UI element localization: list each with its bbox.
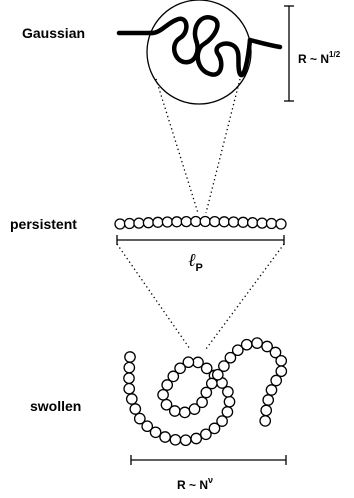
swollen-size-label: R ~ Nν [177,475,213,492]
persistent-bead [200,217,210,227]
swollen-bead [271,375,281,385]
projection-line-lower-right [206,244,284,349]
persistent-bead [248,218,258,228]
persistent-bead [257,218,267,228]
projection-line-lower-left [117,244,190,349]
swollen-bead [224,397,234,407]
persistent-bead [267,219,277,229]
swollen-bead [263,395,273,405]
swollen-bead [242,340,252,350]
swollen-bead [162,380,172,390]
swollen-bead [160,432,170,442]
swollen-bead [181,435,191,445]
swollen-bead [125,352,135,362]
swollen-bead [197,397,207,407]
swollen-bead [127,394,137,404]
swollen-label: swollen [30,398,81,414]
swollen-bead [193,357,203,367]
gaussian-coil [150,17,250,75]
swollen-bead [124,384,134,394]
persistent-bead [238,217,248,227]
persistent-bead [115,219,125,229]
persistent-bead [210,217,220,227]
persistent-label: persistent [10,216,77,232]
persistent-bead [172,217,182,227]
persistent-bead [219,217,229,227]
swollen-chain [124,338,287,446]
swollen-bead [260,416,270,426]
swollen-bead [191,433,201,443]
persistence-length-label: ℓP [188,250,203,274]
persistent-bead [229,217,239,227]
persistent-bead [143,218,153,228]
persistent-bead [125,219,135,229]
swollen-bead [130,404,140,414]
swollen-bead [170,435,180,445]
persistent-bead [162,217,172,227]
persistent-segment [115,217,286,230]
swollen-bead [170,406,180,416]
swollen-bead [261,405,271,415]
swollen-bead [124,373,134,383]
swollen-bead [222,407,232,417]
gaussian-chain-tail-right [250,40,280,47]
swollen-bead [266,385,276,395]
gaussian-size-label: R ~ N1/2 [298,50,341,66]
swollen-bead [180,407,190,417]
swollen-bead [276,356,286,366]
persistent-bead [276,219,286,229]
gaussian-label: Gaussian [22,25,85,41]
swollen-bead [158,390,168,400]
persistent-bead [181,217,191,227]
persistent-bead [134,218,144,228]
persistent-bead [191,217,201,227]
projection-line-upper-right [206,79,240,213]
swollen-bead [150,427,160,437]
swollen-bead [252,338,262,348]
swollen-bead [124,362,134,372]
persistent-bead [153,217,163,227]
